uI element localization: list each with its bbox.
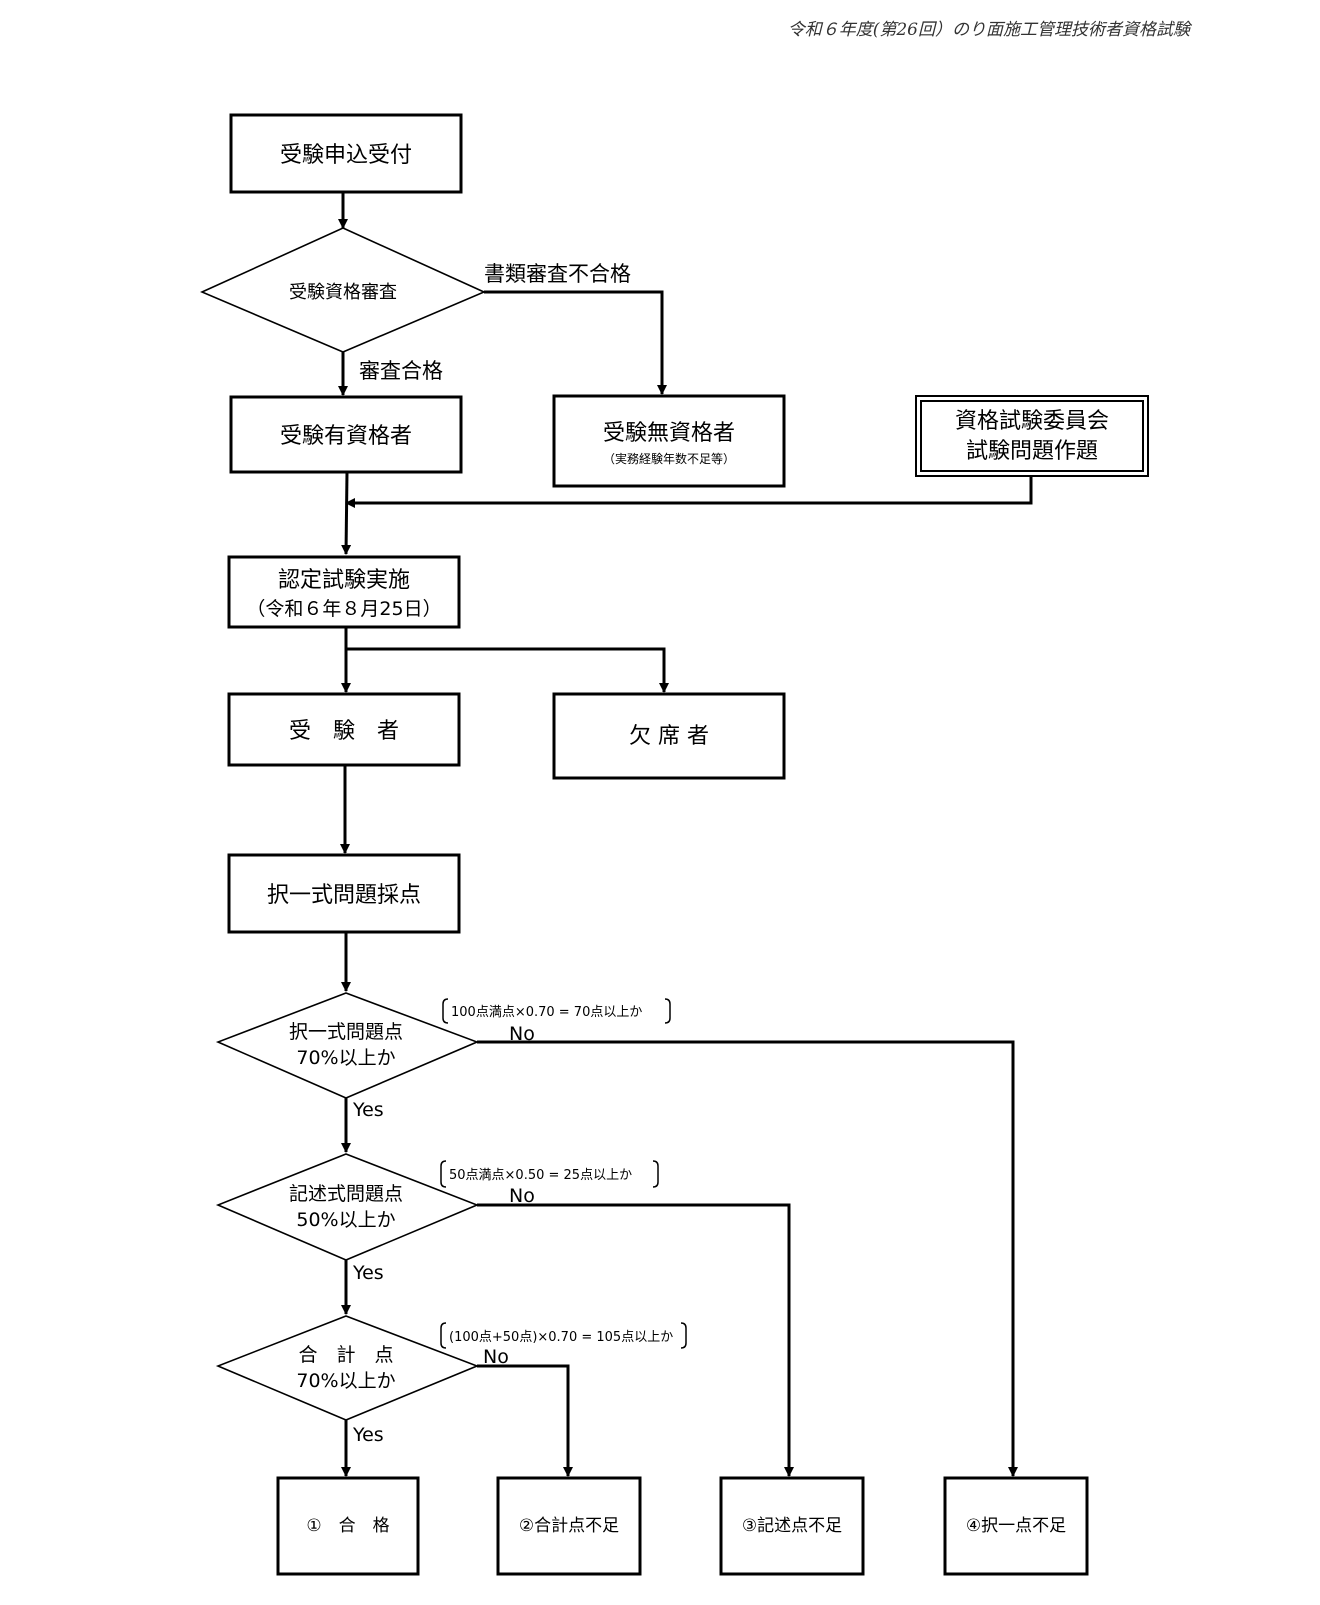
total-score-label-line2: 70%以上か (296, 1370, 395, 1392)
condition-text-2: 50点満点×0.50 = 25点以上か (449, 1168, 632, 1183)
doc-fail-label: 書類審査不合格 (484, 262, 631, 286)
mc-score-label-line1: 択一式問題点 (289, 1021, 403, 1043)
ineligible-box: 受験無資格者 （実務経験年数不足等） (552, 394, 786, 488)
no-label-1: No (509, 1023, 535, 1045)
condition-note-3: (100点+50点)×0.70 = 105点以上か (440, 1322, 687, 1349)
outcome-written-short-box: ③記述点不足 (719, 1476, 865, 1576)
eligibility-check-label: 受験資格審査 (289, 282, 397, 303)
eligible-label: 受験有資格者 (280, 424, 412, 449)
mc-score-diamond: 択一式問題点 70%以上か (215, 992, 480, 1099)
committee-label-line2: 試験問題作題 (966, 439, 1098, 464)
eligibility-check-diamond: 受験資格審査 (200, 227, 486, 353)
exam-box: 認定試験実施 （令和６年８月25日） (227, 555, 461, 629)
yes-label-3: Yes (352, 1424, 384, 1446)
committee-box: 資格試験委員会 試験問題作題 (915, 395, 1149, 477)
mc-scoring-box: 択一式問題採点 (227, 853, 461, 934)
condition-note-1: 100点満点×0.70 = 70点以上か (442, 998, 671, 1024)
examinees-box: 受 験 者 (227, 692, 461, 767)
outcome-mc-short-box: ④択一点不足 (943, 1476, 1089, 1576)
outcome-pass-box: ① 合 格 (276, 1476, 420, 1576)
ineligible-note: （実務経験年数不足等） (603, 451, 735, 466)
application-label: 受験申込受付 (280, 143, 412, 168)
review-pass-label: 審査合格 (359, 359, 443, 383)
outcome-mc-short-label: ④択一点不足 (966, 1516, 1066, 1536)
committee-label-line1: 資格試験委員会 (955, 409, 1109, 434)
written-score-label-line2: 50%以上か (296, 1209, 395, 1231)
total-score-label-line1: 合 計 点 (298, 1344, 393, 1366)
mc-score-label-line2: 70%以上か (296, 1047, 395, 1069)
outcome-total-short-label: ②合計点不足 (519, 1516, 619, 1536)
examinees-label: 受 験 者 (289, 719, 399, 744)
no-label-3: No (483, 1346, 509, 1368)
condition-text-1: 100点満点×0.70 = 70点以上か (451, 1005, 642, 1020)
written-score-label-line1: 記述式問題点 (289, 1183, 403, 1205)
eligible-box: 受験有資格者 (229, 395, 463, 474)
ineligible-label: 受験無資格者 (603, 421, 735, 446)
mc-scoring-label: 択一式問題採点 (267, 883, 421, 908)
outcome-total-short-box: ②合計点不足 (496, 1476, 642, 1576)
application-box: 受験申込受付 (229, 113, 463, 194)
yes-label-2: Yes (352, 1262, 384, 1284)
absentees-label: 欠 席 者 (629, 724, 709, 749)
absentees-box: 欠 席 者 (552, 692, 786, 780)
condition-text-3: (100点+50点)×0.70 = 105点以上か (449, 1330, 673, 1345)
condition-note-2: 50点満点×0.50 = 25点以上か (440, 1160, 659, 1188)
total-score-diamond: 合 計 点 70%以上か (215, 1315, 480, 1421)
yes-label-1: Yes (352, 1099, 384, 1121)
exam-label-line2: （令和６年８月25日） (246, 598, 441, 620)
written-score-diamond: 記述式問題点 50%以上か (215, 1153, 480, 1261)
no-label-2: No (509, 1185, 535, 1207)
outcome-pass-label: ① 合 格 (306, 1516, 389, 1536)
outcome-written-short-label: ③記述点不足 (742, 1516, 842, 1536)
exam-label-line1: 認定試験実施 (278, 568, 410, 593)
document-header: 令和６年度(第26回）のり面施工管理技術者資格試験 (788, 20, 1193, 40)
